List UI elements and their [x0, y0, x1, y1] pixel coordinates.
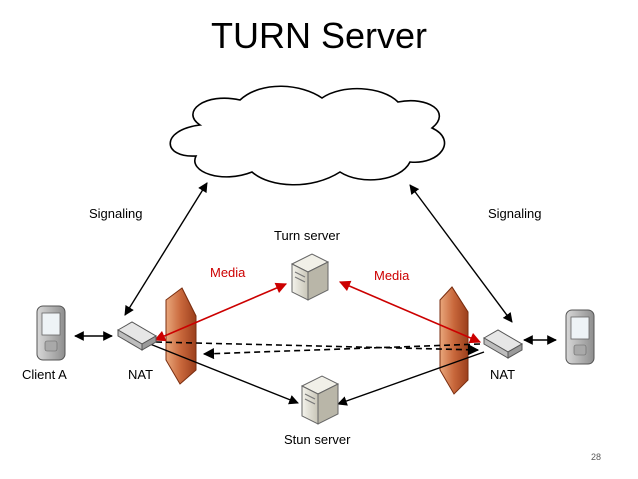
stun-link-right	[337, 351, 485, 406]
turn-server-label: Turn server	[274, 228, 340, 243]
server-icon	[290, 253, 330, 301]
stun-server-label: Stun server	[284, 432, 351, 447]
router-icon	[117, 321, 157, 351]
stun-link-left	[149, 343, 299, 405]
router-icon	[483, 329, 523, 359]
phone-icon	[565, 309, 595, 365]
slide-title: TURN Server	[210, 15, 428, 56]
client-a-label: Client A	[22, 367, 67, 382]
dashed-link-upper	[155, 341, 480, 356]
dashed-link-lower	[202, 343, 481, 360]
firewall-icon	[165, 287, 197, 385]
firewall-icon	[439, 286, 469, 395]
page-number: 28	[591, 452, 602, 462]
nat-label-right: NAT	[490, 367, 516, 382]
signaling-label-left: Signaling	[89, 206, 143, 221]
cloud-icon	[169, 85, 446, 186]
signaling-arrow-left	[124, 182, 208, 316]
media-arrow-left	[153, 282, 288, 342]
media-label-left: Media	[210, 265, 246, 280]
media-arrow-right	[338, 280, 482, 344]
phone-icon	[36, 305, 66, 361]
server-icon	[300, 375, 340, 425]
nat-label-left: NAT	[128, 367, 154, 382]
signaling-arrow-right	[409, 184, 513, 323]
signaling-label-right: Signaling	[488, 206, 542, 221]
media-label-right: Media	[374, 268, 410, 283]
